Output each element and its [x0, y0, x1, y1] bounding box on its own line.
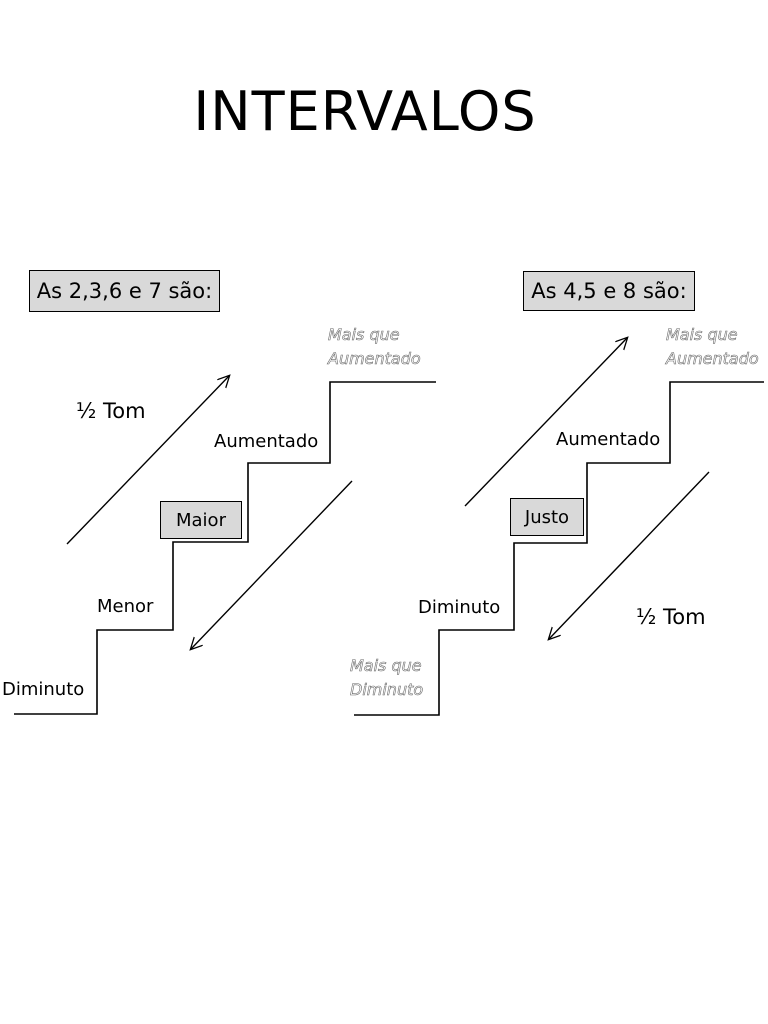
right-arrow-up — [464, 338, 627, 507]
right-header-box: As 4,5 e 8 são: — [523, 271, 695, 311]
left-step-menor-label: Menor — [97, 596, 154, 617]
right-header-label: As 4,5 e 8 são: — [531, 279, 687, 303]
page-title: INTERVALOS — [193, 80, 537, 143]
right-staircase-line — [354, 381, 764, 716]
left-arrow-up — [66, 376, 229, 545]
right-step-justo-label: Justo — [524, 506, 570, 528]
right-step-aumentado-label: Aumentado — [556, 429, 661, 450]
left-step-diminuto-label: Diminuto — [2, 679, 85, 700]
left-staircase-line — [14, 381, 436, 715]
left-arrow-down — [191, 480, 353, 649]
right-arrow-down — [549, 471, 710, 639]
right-step-justo-box: Justo — [510, 498, 584, 536]
left-step-maior-label: Maior — [176, 509, 226, 531]
left-header-box: As 2,3,6 e 7 são: — [29, 270, 220, 312]
right-step-diminuto-label: Diminuto — [418, 597, 501, 618]
right-mais-que-aumentado-label: Mais que Aumentado — [666, 325, 759, 369]
left-header-label: As 2,3,6 e 7 são: — [36, 279, 213, 303]
left-step-maior-box: Maior — [160, 501, 242, 539]
right-mais-que-diminuto-label: Mais que Diminuto — [350, 656, 424, 700]
right-half-tone-label: ½ Tom — [636, 605, 706, 629]
left-half-tone-label: ½ Tom — [76, 399, 146, 423]
left-mais-que-aumentado-label: Mais que Aumentado — [328, 325, 421, 369]
left-step-aumentado-label: Aumentado — [214, 431, 319, 452]
